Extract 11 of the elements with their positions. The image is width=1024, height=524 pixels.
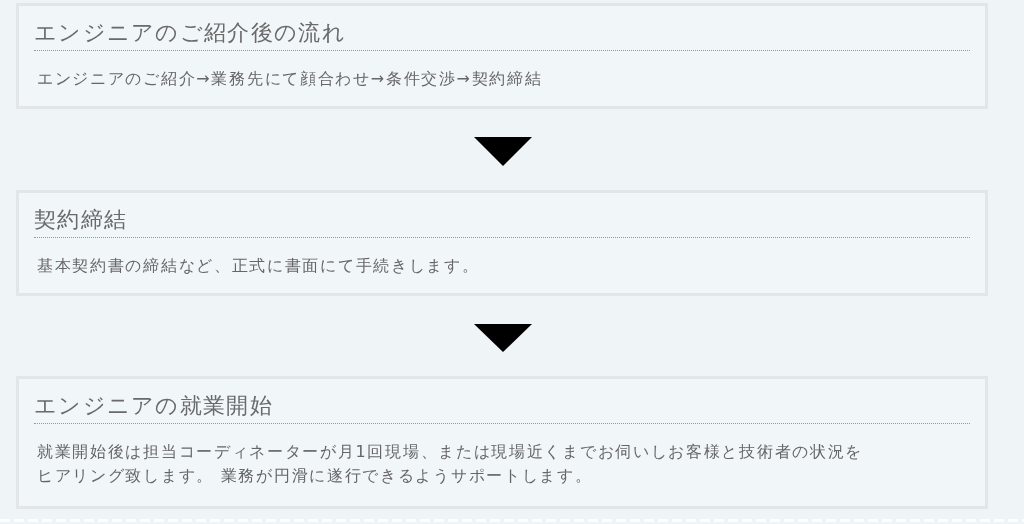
step-description: 基本契約書の締結など、正式に書面にて手続きします。 xyxy=(36,255,481,277)
step-card xyxy=(16,3,988,109)
step-description: エンジニアのご紹介→業務先にて顔合わせ→条件交渉→契約締結 xyxy=(36,68,544,90)
down-arrow xyxy=(474,137,532,166)
step-card xyxy=(16,376,988,509)
step-heading: エンジニアのご紹介後の流れ xyxy=(34,18,970,51)
step-heading: 契約締結 xyxy=(34,205,970,238)
step-description: 就業開始後は担当コーディネーターが月1回現場、または現場近くまでお伺いしお客様と技術者の状況をヒアリング致します。 業務が円滑に遂行できるようサポートします。 xyxy=(36,441,865,487)
down-arrow xyxy=(474,324,532,352)
step-heading: エンジニアの就業開始 xyxy=(34,391,970,424)
step-card xyxy=(16,190,988,296)
